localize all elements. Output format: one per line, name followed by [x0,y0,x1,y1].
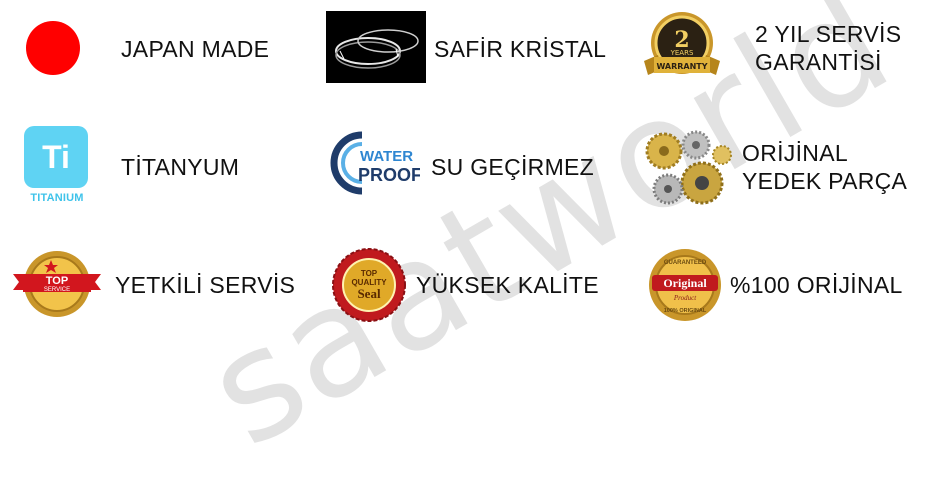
red-dot-icon [25,20,81,81]
feature-label-waterproof: SU GEÇİRMEZ [431,154,595,180]
feature-label-sapphire: SAFİR KRİSTAL [434,36,607,62]
feature-label-japan-made: JAPAN MADE [121,36,270,62]
seal-word: Seal [357,286,381,301]
waterproof-icon: WATER PROOF [330,131,422,200]
seal-top-word: TOP [361,269,378,278]
guaranteed-word: GUARANTEED [664,260,707,266]
warranty-years: YEARS [670,49,694,57]
feature-label-spare-parts: ORİJİNAL YEDEK PARÇA [742,140,908,194]
feature-label-high-quality: YÜKSEK KALİTE [416,272,599,298]
top-service-badge-icon: TOP SERVICE [11,246,103,329]
proof-word: PROOF [358,165,420,185]
water-word: WATER [360,148,413,165]
warranty-word: WARRANTY [656,62,707,71]
titanium-symbol: Ti [24,126,88,188]
product-word: Product [673,294,697,302]
feature-label-original: %100 ORİJİNAL [730,272,903,298]
service-word: SERVICE [44,287,70,293]
top-word: TOP [46,275,68,287]
feature-label-authorized-service: YETKİLİ SERVİS [115,272,296,298]
feature-label-warranty: 2 YIL SERVİS GARANTİSİ [755,21,902,75]
warranty-number: 2 [674,27,689,53]
hundred-original-word: 100% ORIGINAL [664,308,707,314]
seal-quality-word: QUALITY [351,278,387,287]
titanium-icon: Ti TITANIUM [24,126,90,204]
warranty-badge-icon: 2 YEARS WARRANTY [640,9,724,90]
original-word: Original [663,276,707,290]
sapphire-crystal-icon [326,11,426,88]
original-badge-icon: GUARANTEED Original Product 100% ORIGINA… [648,248,722,327]
feature-label-titanium: TİTANYUM [121,154,240,180]
watch-gears-icon [640,125,734,220]
titanium-caption: TITANIUM [30,192,84,204]
quality-seal-icon: TOP QUALITY Seal [331,248,407,327]
